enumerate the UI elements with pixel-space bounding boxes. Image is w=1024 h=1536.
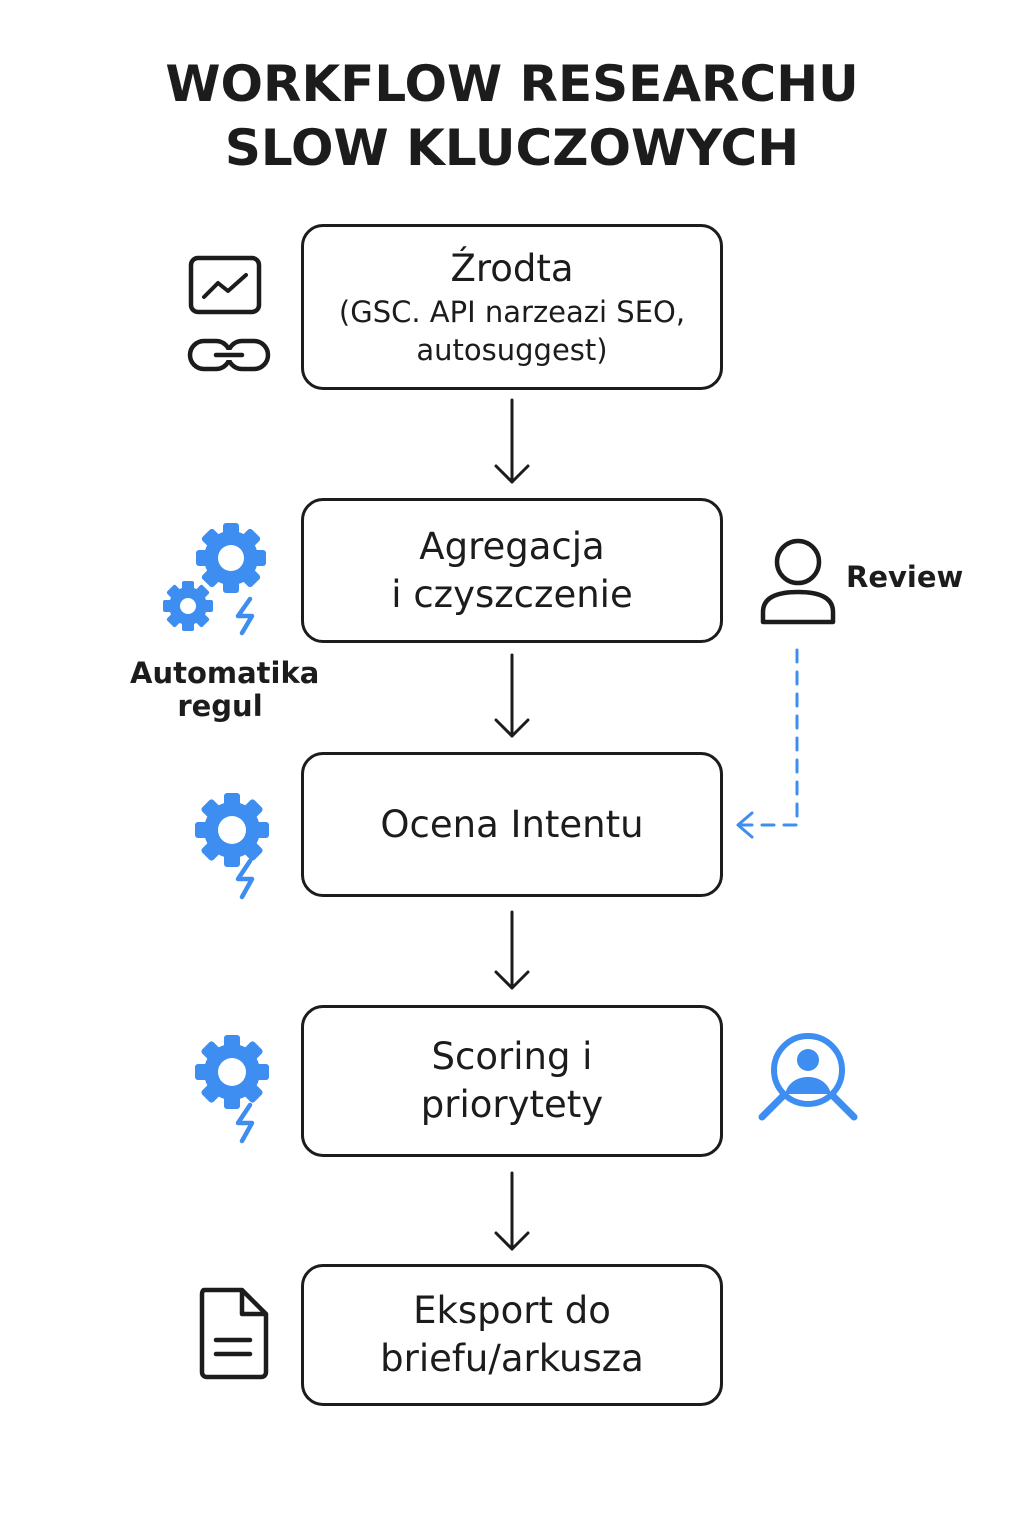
automation-label: Automatika regul [130,656,320,723]
step-export: Eksport do briefu/arkusza [301,1264,723,1406]
step-sources-title: Źrodta [450,247,574,290]
step-scoring: Scoring i priorytety [301,1005,723,1157]
lightning-icon [235,1102,255,1144]
arrow-scoring-to-export [494,1171,530,1251]
step-sources: Źrodta (GSC. API narzeazi SEO, autosugge… [301,224,723,390]
gear-icon [195,1035,269,1109]
gear-icon [195,793,269,867]
user-search-icon [758,1033,858,1121]
step-aggregation: Agregacja i czyszczenie [301,498,723,643]
document-icon [199,1287,269,1380]
arrow-sources-to-aggregation [494,398,530,484]
diagram-title: WORKFLOW RESEARCHU SLOW KLUCZOWYCH [0,52,1024,180]
lightning-icon [235,858,255,900]
chart-icon [188,255,262,315]
step-scoring-line-1: Scoring i [431,1035,593,1078]
step-aggregation-line-2: i czyszczenie [391,572,633,616]
user-icon [760,538,836,625]
step-export-line-2: briefu/arkusza [380,1337,644,1380]
arrow-aggregation-to-intent [494,653,530,738]
step-sources-detail-2: autosuggest) [416,333,608,367]
automation-label-line-1: Automatika [130,656,320,690]
step-intent-line-1: Ocena Intentu [380,802,644,846]
gears-icon [163,523,266,631]
title-line-1: WORKFLOW RESEARCHU [165,55,859,113]
review-feedback-arrow [736,648,799,839]
automation-label-line-2: regul [177,689,263,723]
arrow-intent-to-scoring [494,910,530,990]
link-icon [187,338,271,372]
step-intent: Ocena Intentu [301,752,723,897]
step-aggregation-line-1: Agregacja [419,524,605,568]
step-sources-detail-1: (GSC. API narzeazi SEO, [338,295,686,329]
step-export-line-1: Eksport do [413,1289,611,1332]
lightning-icon [235,596,255,636]
step-scoring-line-2: priorytety [420,1083,604,1126]
review-label: Review [846,560,964,594]
title-line-2: SLOW KLUCZOWYCH [224,119,800,177]
